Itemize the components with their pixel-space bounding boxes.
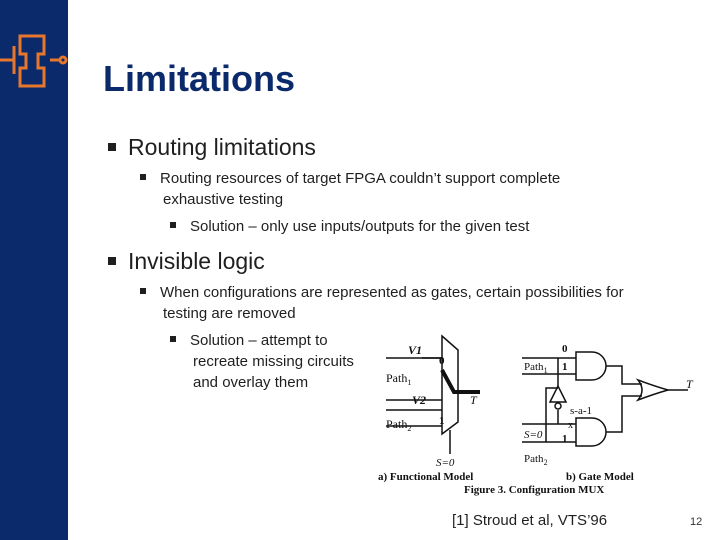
bullet-routing-solution: Solution – only use inputs/outputs for t… [170, 216, 529, 237]
bullet-routing-limitations: Routing limitations [108, 134, 316, 161]
bullet-square-icon [170, 222, 176, 229]
label-path1: Path1 [386, 371, 411, 387]
bullet-square-icon [140, 288, 146, 295]
configuration-mux-figure: V1 Path1 V2 Path2 0 1 T S=0 0 1 Path1 T … [378, 334, 694, 496]
fault-mark: x [568, 420, 573, 431]
bullet-square-icon [140, 174, 146, 181]
bullet-text: Routing limitations [128, 134, 316, 160]
bullet-invisible-solution: Solution – attempt to [170, 330, 328, 351]
page-number: 12 [690, 516, 703, 528]
bullet-text: Routing resources of target FPGA couldn’… [160, 170, 561, 187]
bullet-text: Solution – attempt to [190, 332, 328, 349]
caption-functional: a) Functional Model [378, 471, 473, 483]
label-path2: Path2 [386, 417, 411, 433]
mux-select: S=0 [436, 457, 455, 469]
sidebar-band [0, 0, 68, 540]
gate-output-t: T [686, 377, 694, 391]
figure-caption: Figure 3. Configuration MUX [464, 484, 604, 496]
gate-input-0: 0 [562, 343, 568, 355]
bullet-square-icon [108, 142, 116, 151]
gate-path1: Path1 [524, 361, 548, 375]
gate-input-1: 1 [562, 361, 568, 373]
circuit-logo-icon [0, 34, 68, 88]
bullet-routing-resources-cont: exhaustive testing [163, 191, 284, 208]
mux-input-1: 1 [439, 415, 445, 427]
bullet-text: Solution – only use inputs/outputs for t… [190, 218, 530, 235]
caption-gate: b) Gate Model [566, 471, 634, 483]
bullet-configurations: When configurations are represented as g… [140, 282, 624, 303]
functional-model [386, 334, 480, 454]
mux-input-0: 0 [439, 355, 445, 367]
bullet-configurations-cont: testing are removed [163, 305, 296, 322]
label-v2: V2 [412, 393, 426, 407]
gate-select: S=0 [524, 429, 543, 441]
bullet-routing-resources: Routing resources of target FPGA couldn’… [140, 168, 560, 189]
gate-path2: Path2 [524, 453, 548, 467]
bullet-square-icon [170, 336, 176, 343]
label-v1: V1 [408, 343, 422, 357]
gate-input-1b: 1 [562, 433, 568, 445]
bullet-invisible-solution-line2: recreate missing circuits [193, 353, 354, 370]
mux-output-t: T [470, 393, 478, 407]
bullet-invisible-logic: Invisible logic [108, 248, 265, 275]
gate-model [522, 351, 688, 447]
bullet-invisible-solution-line3: and overlay them [193, 374, 309, 391]
bullet-text: Invisible logic [128, 248, 265, 274]
fault-label: s-a-1 [570, 405, 592, 417]
slide-title: Limitations [103, 58, 296, 99]
citation: [1] Stroud et al, VTS’96 [452, 512, 608, 529]
bullet-text: When configurations are represented as g… [160, 284, 624, 301]
bullet-square-icon [108, 256, 116, 265]
